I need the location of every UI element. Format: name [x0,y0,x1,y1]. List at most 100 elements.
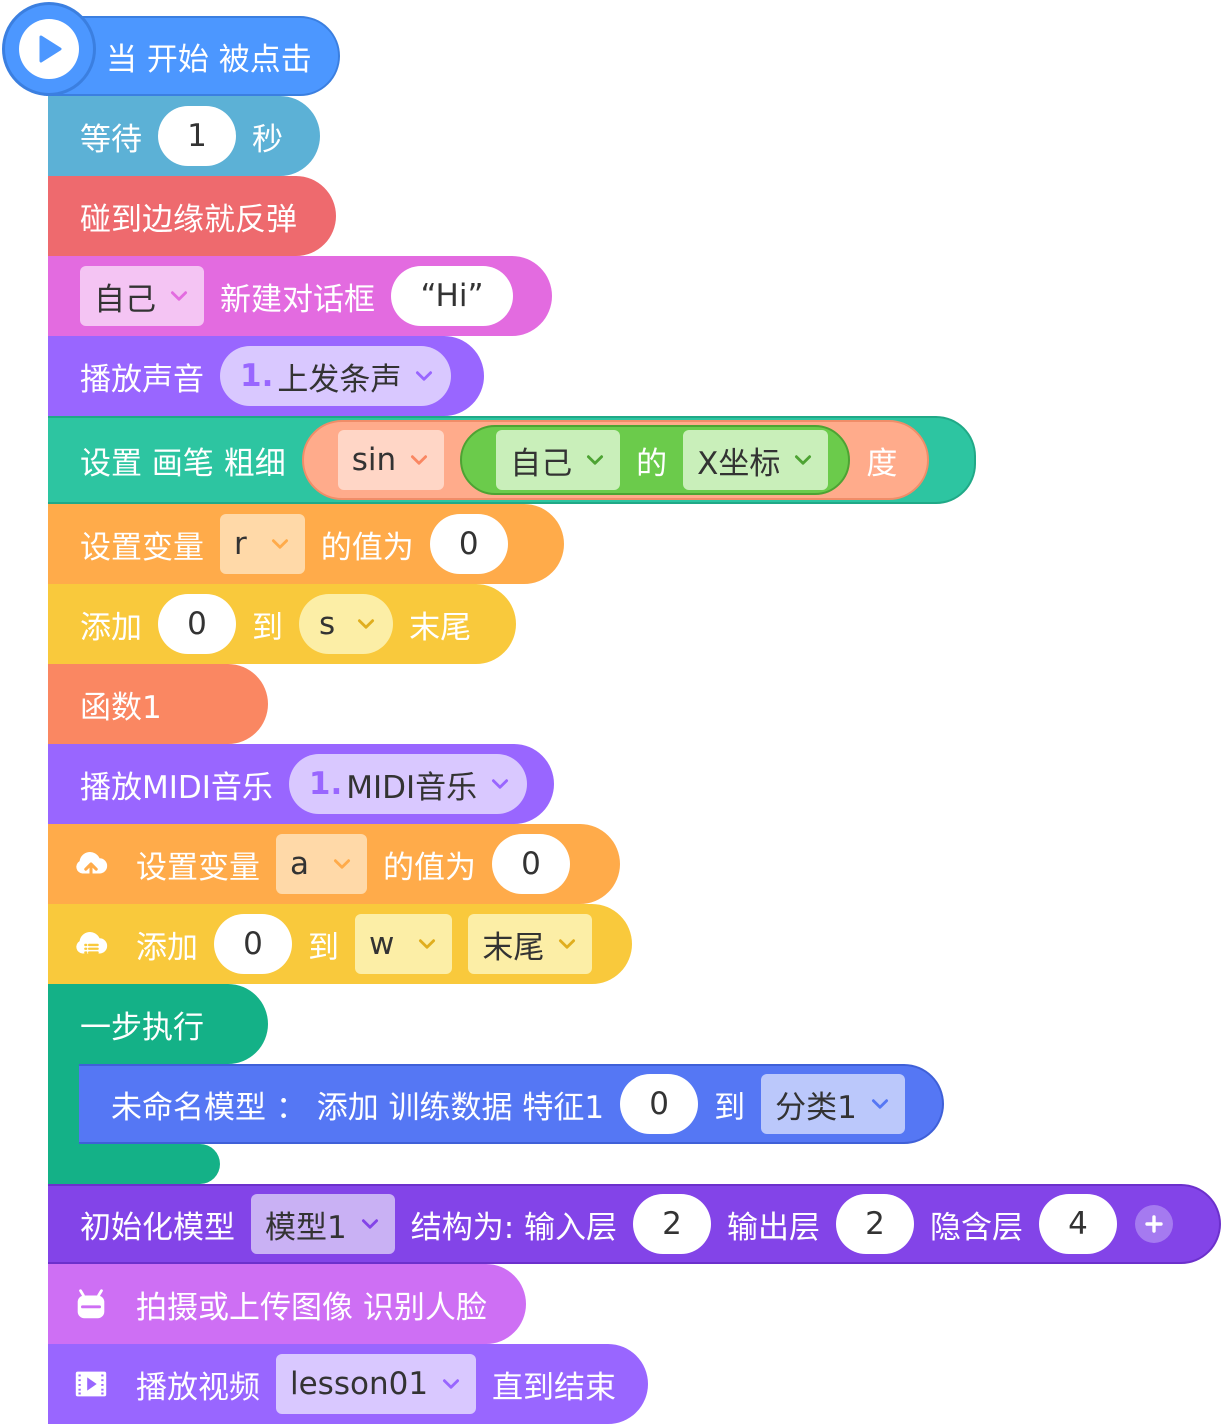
cloud-set-variable-block[interactable]: 设置变量 a 的值为 0 [48,824,620,904]
chevron-down-icon [556,933,578,955]
output-layer-input[interactable]: 2 [836,1194,915,1254]
set-pen-size-label: 设置 画笔 粗细 [80,445,286,482]
say-text-input[interactable]: “Hi” [391,266,513,326]
video-dropdown[interactable]: lesson01 [276,1354,477,1414]
structure-input-label: 结构为: 输入层 [410,1209,618,1246]
list-value: w [369,926,395,962]
variable-value-input[interactable]: 0 [492,834,570,894]
sound-dropdown[interactable]: 1. 上发条声 [220,346,452,406]
chevron-down-icon [584,449,606,471]
chevron-down-icon [269,533,291,555]
value-is-label: 的值为 [320,529,414,566]
list-dropdown[interactable]: w [355,914,453,974]
function-call-block[interactable]: 函数1 [48,664,268,744]
chevron-down-icon [331,853,353,875]
video-value: lesson01 [290,1366,429,1402]
model-dropdown[interactable]: 模型1 [251,1194,395,1254]
add-value-input[interactable]: 0 [158,594,236,654]
wait-seconds-block[interactable]: 等待 1 秒 [48,96,320,176]
step-c-block-bottom[interactable] [48,1144,220,1184]
math-func-dropdown[interactable]: sin [337,430,445,490]
set-pen-size-block[interactable]: 设置 画笔 粗细 sin 自己 的 X坐标 度 [48,416,976,504]
degree-label: 度 [866,445,898,482]
midi-name: MIDI音乐 [346,769,478,806]
chevron-down-icon [869,1093,891,1115]
chevron-down-icon [355,613,377,635]
face-recognition-label: 拍摄或上传图像 识别人脸 [136,1289,487,1326]
hidden-layer-label: 隐含层 [930,1209,1024,1246]
init-model-label: 初始化模型 [80,1209,235,1246]
category-value: 分类1 [775,1089,857,1126]
chevron-down-icon [359,1213,381,1235]
sound-name: 上发条声 [277,361,402,398]
play-midi-block[interactable]: 播放MIDI音乐 1. MIDI音乐 [48,744,554,824]
list-dropdown[interactable]: s [299,594,394,654]
to-label: 到 [252,609,283,646]
to-label: 到 [714,1089,746,1126]
list-value: s [319,606,336,642]
add-to-list-block[interactable]: 添加 0 到 s 末尾 [48,584,516,664]
output-layer-label: 输出层 [727,1209,821,1246]
add-training-data-block[interactable]: 未命名模型 ： 添加 训练数据 特征1 0 到 分类1 [79,1064,944,1144]
wait-seconds-input[interactable]: 1 [158,106,236,166]
add-value-input[interactable]: 0 [214,914,292,974]
math-func-value: sin [351,442,397,478]
chevron-down-icon [408,449,430,471]
play-video-block[interactable]: 播放视频 lesson01 直到结束 [48,1344,648,1424]
when-start-clicked-block[interactable]: 当 开始 被点击 [46,16,340,96]
midi-dropdown[interactable]: 1. MIDI音乐 [288,754,528,814]
say-bubble-block[interactable]: 自己 新建对话框 “Hi” [48,256,552,336]
property-value: X坐标 [697,445,781,482]
play-sound-label: 播放声音 [80,361,204,398]
bounce-on-edge-block[interactable]: 碰到边缘就反弹 [48,176,336,256]
until-end-label: 直到结束 [492,1369,617,1406]
bounce-label: 碰到边缘就反弹 [80,201,297,238]
sound-index: 1. [240,358,274,394]
property-dropdown[interactable]: X坐标 [683,430,829,490]
chevron-down-icon [413,365,435,387]
variable-dropdown[interactable]: r [220,514,305,574]
chevron-down-icon [489,773,511,795]
play-sound-block[interactable]: 播放声音 1. 上发条声 [48,336,484,416]
sprite-dropdown[interactable]: 自己 [496,430,621,490]
step-execute-label: 一步执行 [80,1009,204,1046]
set-variable-block[interactable]: 设置变量 r 的值为 0 [48,504,564,584]
plus-icon [1145,1215,1163,1233]
hidden-layer-input[interactable]: 4 [1039,1194,1118,1254]
set-variable-label: 设置变量 [80,529,204,566]
sprite-property-reporter[interactable]: 自己 的 X坐标 [460,425,851,495]
play-video-label: 播放视频 [136,1369,260,1406]
add-layer-button[interactable] [1135,1205,1174,1243]
sprite-value: 自己 [510,445,573,482]
play-midi-label: 播放MIDI音乐 [80,769,273,806]
cloud-add-to-list-block[interactable]: 添加 0 到 w 末尾 [48,904,632,984]
robot-icon [77,1289,105,1319]
face-recognition-block[interactable]: 拍摄或上传图像 识别人脸 [48,1264,526,1344]
add-label: 添加 [80,609,142,646]
chevron-down-icon [792,449,814,471]
training-label: 未命名模型 ： 添加 训练数据 特征1 [111,1089,605,1126]
model-value: 模型1 [265,1209,347,1246]
init-model-block[interactable]: 初始化模型 模型1 结构为: 输入层 2 输出层 2 隐含层 4 [48,1184,1221,1264]
of-label: 的 [636,445,668,482]
variable-dropdown[interactable]: a [276,834,367,894]
step-execute-block[interactable]: 一步执行 [48,984,268,1064]
say-target-dropdown[interactable]: 自己 [80,266,204,326]
cloud-list-icon [76,932,108,954]
to-label: 到 [308,929,339,966]
add-label: 添加 [136,929,198,966]
variable-value-input[interactable]: 0 [429,514,508,574]
hat-label: 当 开始 被点击 [106,41,312,78]
set-variable-label: 设置变量 [136,849,260,886]
midi-index: 1. [308,766,343,802]
input-layer-input[interactable]: 2 [633,1194,712,1254]
start-play-icon[interactable] [2,2,96,96]
list-position-dropdown[interactable]: 末尾 [468,914,593,974]
chevron-down-icon [168,285,190,307]
category-dropdown[interactable]: 分类1 [761,1074,905,1134]
feature-value-input[interactable]: 0 [620,1074,699,1134]
value-is-label: 的值为 [383,849,476,886]
end-label: 末尾 [409,609,472,646]
math-function-reporter[interactable]: sin 自己 的 X坐标 度 [301,420,930,500]
variable-value: r [234,526,247,562]
